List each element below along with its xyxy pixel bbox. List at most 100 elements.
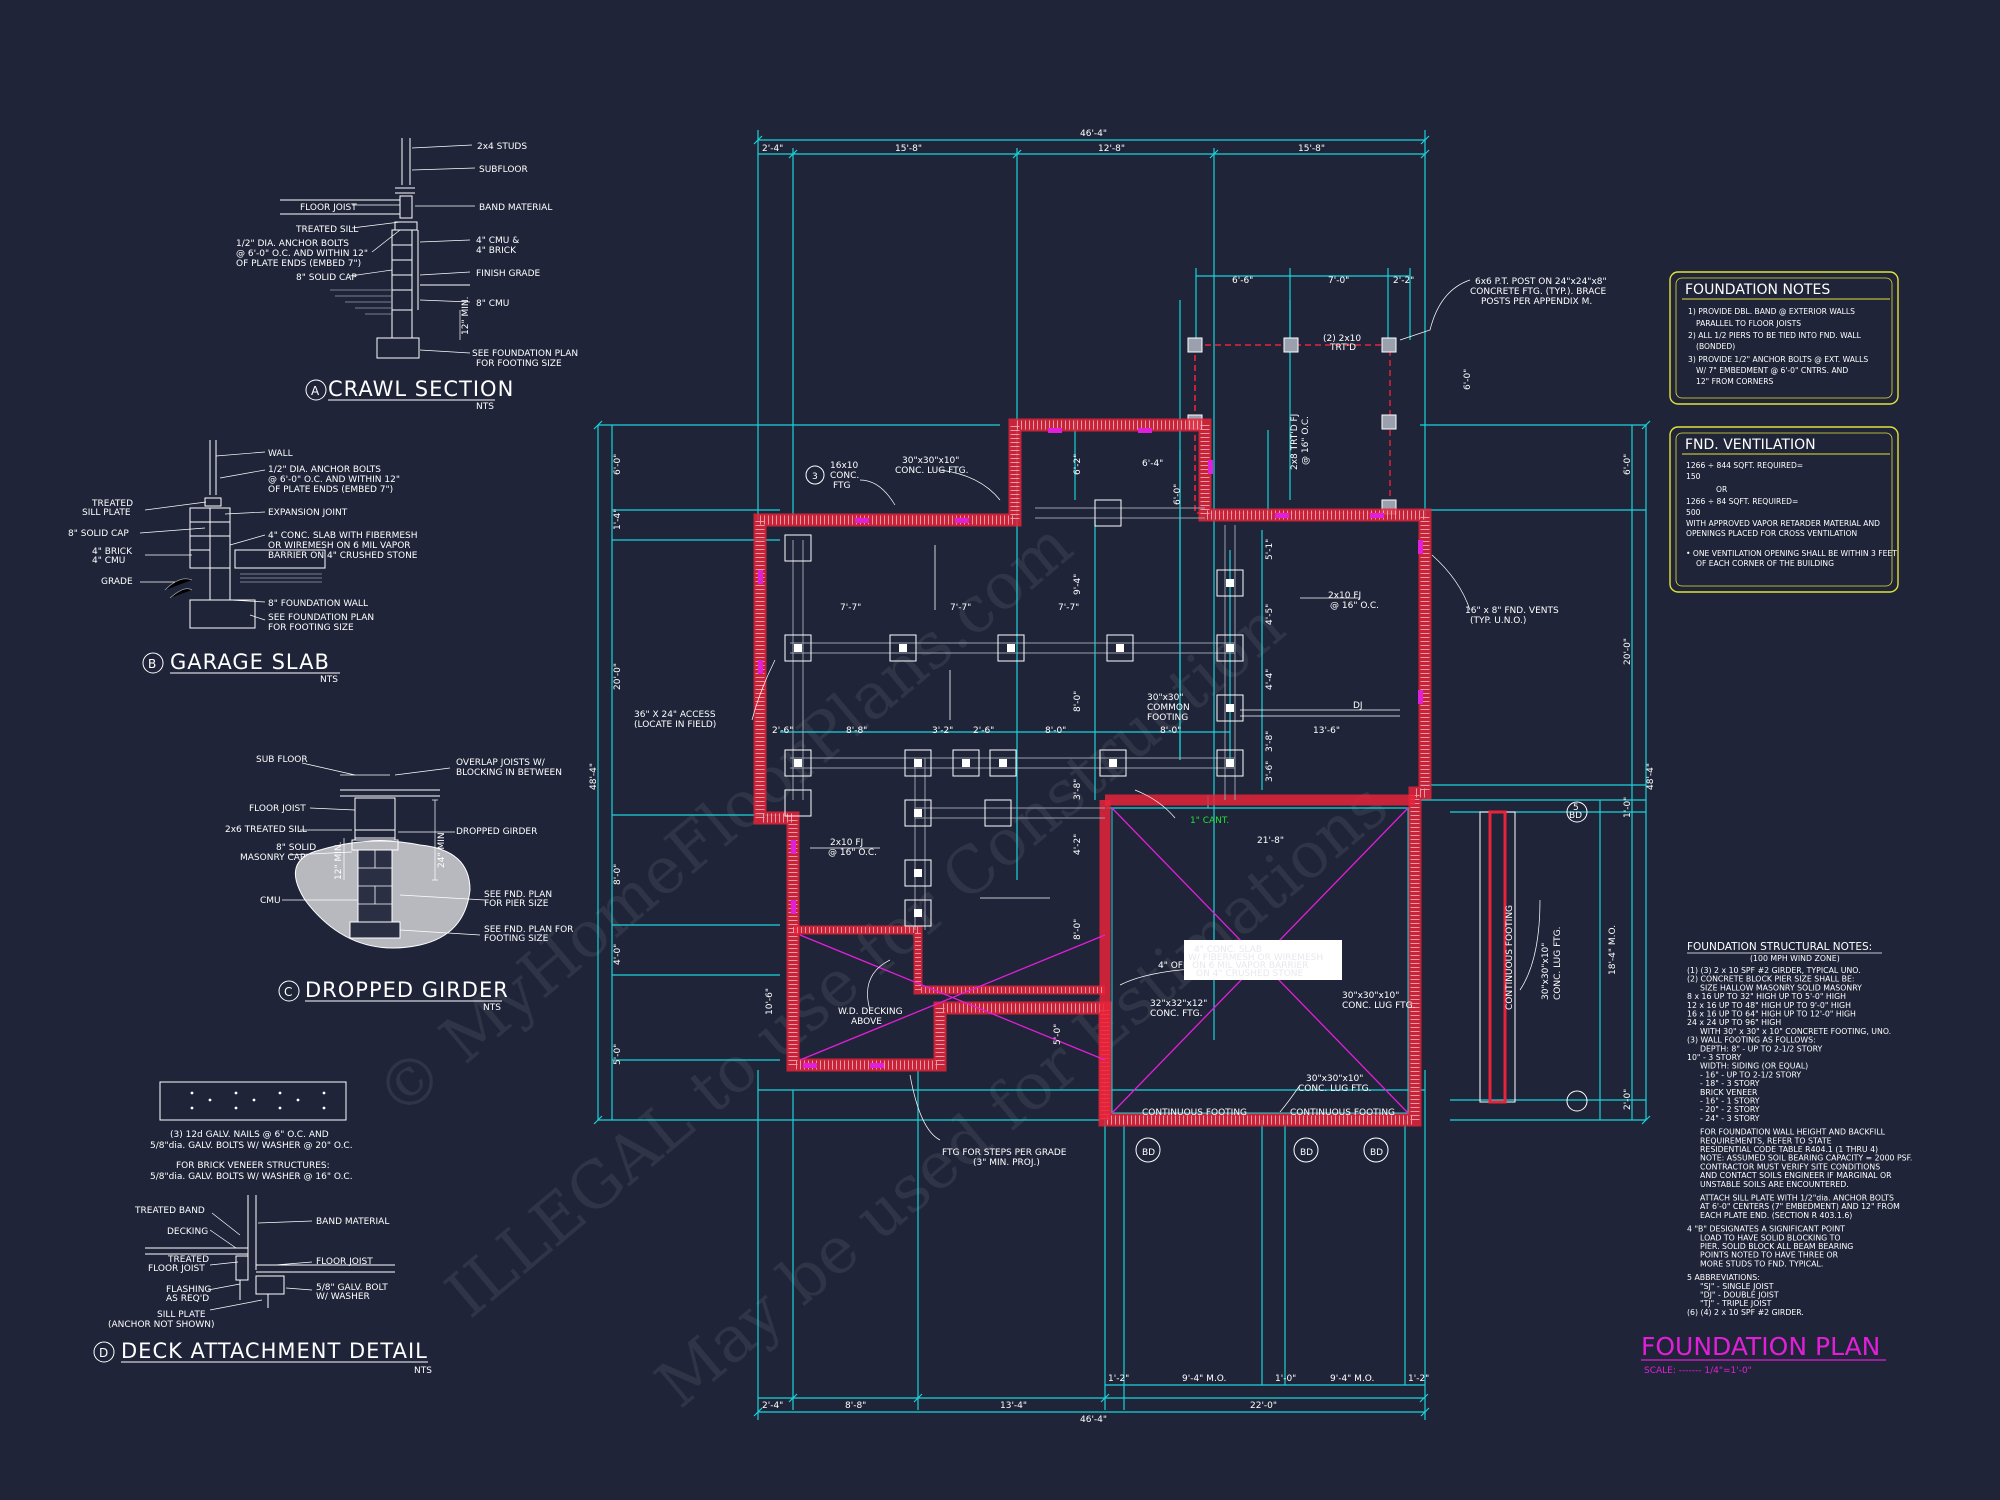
foundation-vents <box>758 428 1423 1068</box>
label-floor-joist: FLOOR JOIST <box>249 804 306 814</box>
idim-18: 8'-0" <box>1073 691 1083 712</box>
label-flashing: FLASHING <box>166 1285 211 1295</box>
bd-marker-label: BD <box>1142 1148 1155 1158</box>
label-4-brick: 4" BRICK <box>92 547 133 557</box>
structural-note-line: BRICK VENEER <box>1700 1088 1758 1097</box>
callout-32-ftg-size: 32"x32"x12" <box>1150 999 1207 1009</box>
idim-12: 9'-4" <box>1073 574 1083 595</box>
callout-continuous-footing-vertical: CONTINUOUS FOOTING <box>1505 905 1515 1010</box>
idim-5: 8'-8" <box>846 726 867 736</box>
fnd-note-line: PARALLEL TO FLOOR JOISTS <box>1696 319 1801 328</box>
dim-bottom-3: 22'-0" <box>1250 1401 1277 1411</box>
structural-note-line: DEPTH: 8" - UP TO 2-1/2 STORY <box>1700 1044 1823 1053</box>
detail-scale-girder: NTS <box>483 1003 501 1013</box>
idim-3: 7'-7" <box>1058 603 1079 613</box>
label-dropped-girder: DROPPED GIRDER <box>456 827 537 837</box>
bd-marker-number: 5 <box>1573 803 1579 813</box>
detail-crawl-section: 2x4 STUDS SUBFLOOR FLOOR JOIST BAND MATE… <box>236 138 578 412</box>
detail-title-garage: GARAGE SLAB <box>170 650 330 674</box>
label-band-material: BAND MATERIAL <box>316 1217 389 1227</box>
label-wiremesh: OR WIREMESH ON 6 MIL VAPOR <box>268 541 411 551</box>
section-marker-3: 3 <box>812 472 818 482</box>
structural-note-line: "TJ" - TRIPLE JOIST <box>1700 1299 1772 1308</box>
idim-1: 7'-7" <box>840 603 861 613</box>
dim-left-0: 6'-0" <box>613 454 623 475</box>
structural-note-line: "SJ" - SINGLE JOIST <box>1700 1282 1774 1291</box>
dim-garage-2: 1'-0" <box>1275 1374 1296 1384</box>
callout-2x10-fj-right: 2x10 FJ <box>1328 591 1361 601</box>
label-pier-size: FOR PIER SIZE <box>484 899 549 909</box>
detail-deck-attachment: (3) 12d GALV. NAILS @ 6" O.C. AND 5/8"di… <box>93 1081 432 1376</box>
callout-2x10-spacing-left: @ 16" O.C. <box>828 848 877 858</box>
label-galv-bolts: 5/8"dia. GALV. BOLTS W/ WASHER @ 20" O.C… <box>150 1141 353 1151</box>
label-grade: GRADE <box>101 577 133 587</box>
fnd-note-line: 3) PROVIDE 1/2" ANCHOR BOLTS @ EXT. WALL… <box>1688 355 1868 364</box>
vent-line: OPENINGS PLACED FOR CROSS VENTILATION <box>1686 529 1857 538</box>
callout-lug-ftg: CONC. LUG FTG. <box>895 466 968 476</box>
label-treated: TREATED <box>91 499 133 509</box>
label-brick-bolts: 5/8"dia. GALV. BOLTS W/ WASHER @ 16" O.C… <box>150 1172 353 1182</box>
label-crushed-stone: BARRIER ON 4" CRUSHED STONE <box>268 551 418 561</box>
dim-top-overall: 46'-4" <box>1080 129 1107 139</box>
dim-top-2: 12'-8" <box>1098 144 1125 154</box>
vent-line: 1266 ÷ 84 SQFT. REQUIRED= <box>1686 497 1798 506</box>
dim-right-0: 6'-0" <box>1623 454 1633 475</box>
label-treated-band: TREATED BAND <box>134 1206 205 1216</box>
dim-bottom-2: 13'-4" <box>1000 1401 1027 1411</box>
label-sill-plate: SILL PLATE <box>157 1310 206 1320</box>
callout-fnd-vents: 16" x 8" FND. VENTS <box>1465 606 1559 616</box>
dim-garage-4: 1'-2" <box>1408 1374 1429 1384</box>
callout-post-2: CONCRETE FTG. (TYP.). BRACE <box>1470 287 1607 297</box>
idim-15: 4'-4" <box>1265 669 1275 690</box>
structural-note-line: WIDTH: SIDING (OR EQUAL) <box>1700 1062 1808 1071</box>
structural-note-line: - 16" - UP TO 2-1/2 STORY <box>1700 1070 1801 1079</box>
dim-top-3: 15'-8" <box>1298 144 1325 154</box>
callout-2x10-fj-left: 2x10 FJ <box>830 838 863 848</box>
structural-notes-subtitle: (100 MPH WIND ZONE) <box>1750 954 1840 963</box>
structural-note-line: WITH 30" x 30" x 10" CONCRETE FOOTING, U… <box>1700 1027 1891 1036</box>
fnd-note-line: 12" FROM CORNERS <box>1696 377 1773 386</box>
callout-access-field: (LOCATE IN FIELD) <box>634 720 716 730</box>
structural-note-line: EACH PLATE END. (SECTION R 403.1.6) <box>1700 1211 1852 1220</box>
structural-note-line: 10" - 3 STORY <box>1687 1053 1741 1062</box>
label-galv-bolt: 5/8" GALV. BOLT <box>316 1283 388 1293</box>
idim-9: 8'-0" <box>1160 726 1181 736</box>
label-12-min: 12" MIN. <box>334 842 344 880</box>
detail-letter-b: B <box>148 657 156 671</box>
label-treated: TREATED <box>167 1255 209 1265</box>
dim-left-1: 1'-4" <box>613 509 623 530</box>
structural-note-line: 24 x 24 UP TO 96" HIGH <box>1687 1018 1781 1027</box>
structural-note-line: - 18" - 3 STORY <box>1700 1079 1760 1088</box>
callout-32-ftg: CONC. FTG. <box>1150 1009 1202 1019</box>
detail-title-deck: DECK ATTACHMENT DETAIL <box>121 1339 428 1363</box>
detail-scale-deck: NTS <box>414 1366 432 1376</box>
interior-dimensions: 6'-4" 7'-7" 7'-7" 7'-7" 2'-6" 8'-8" 3'-2… <box>765 369 1473 1045</box>
label-sub-floor: SUB FLOOR <box>256 755 308 765</box>
label-sill-plate: SILL PLATE <box>82 508 131 518</box>
vent-line: WITH APPROVED VAPOR RETARDER MATERIAL AN… <box>1686 519 1880 528</box>
label-anchor-bolts: 1/2" DIA. ANCHOR BOLTS <box>236 239 349 249</box>
label-decking: DECKING <box>167 1227 208 1237</box>
label-galv-nails: (3) 12d GALV. NAILS @ 6" O.C. AND <box>170 1130 329 1140</box>
idim-26: 6'-0" <box>1463 369 1473 390</box>
label-band-material: BAND MATERIAL <box>479 203 552 213</box>
callout-2x8-spacing: @ 16" O.C. <box>1301 416 1311 465</box>
callout-2x10-spacing-right: @ 16" O.C. <box>1330 601 1379 611</box>
label-anchor-bolts: 1/2" DIA. ANCHOR BOLTS <box>268 465 381 475</box>
vent-line: 150 <box>1686 472 1701 481</box>
idim-0: 6'-4" <box>1142 459 1163 469</box>
dim-left-overall: 48'-4" <box>589 763 599 790</box>
vent-line: 500 <box>1686 508 1701 517</box>
callout-common-size: 30"x30" <box>1147 693 1184 703</box>
structural-notes: FOUNDATION STRUCTURAL NOTES: (100 MPH WI… <box>1687 941 1912 1317</box>
foundation-walls <box>753 418 1432 1127</box>
idim-20: 8'-0" <box>1073 919 1083 940</box>
idim-23: 6'-0" <box>1173 484 1183 505</box>
structural-note-line: NOTE: ASSUMED SOIL BEARING CAPACITY = 20… <box>1700 1154 1912 1163</box>
detail-scale-crawl: NTS <box>476 402 494 412</box>
dim-left-4: 4'-0" <box>613 944 623 965</box>
label-solid-cap: 8" SOLID CAP <box>68 529 129 539</box>
structural-note-line: (6) (4) 2 x 10 SPF #2 GIRDER. <box>1687 1308 1804 1317</box>
structural-note-line: (2) CONCRETE BLOCK PIER SIZE SHALL BE: <box>1687 975 1855 984</box>
idim-19: 3'-8" <box>1073 779 1083 800</box>
